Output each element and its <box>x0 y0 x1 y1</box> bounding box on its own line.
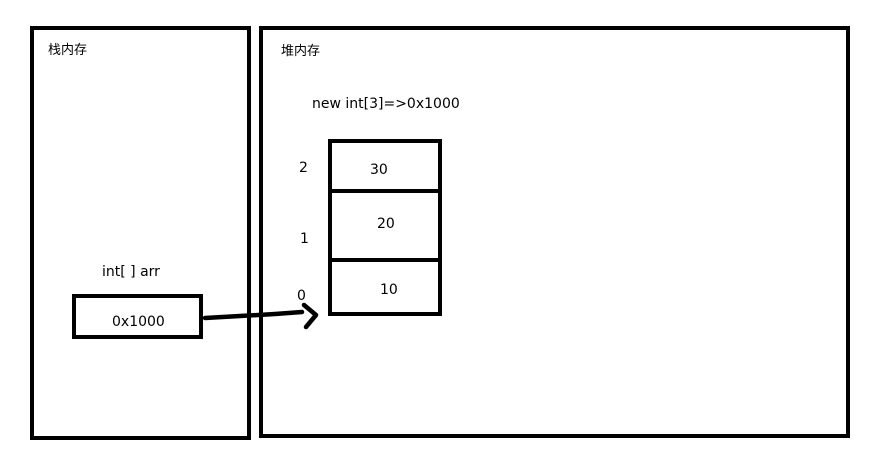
array-variable-declaration: int[ ] arr <box>102 264 160 280</box>
array-cell-value-2: 30 <box>370 162 388 178</box>
array-cell-value-1: 20 <box>377 216 395 232</box>
array-cell-value-0: 10 <box>380 282 398 298</box>
reference-address-value: 0x1000 <box>112 314 165 330</box>
array-index-label-1: 1 <box>300 231 309 247</box>
reference-arrow-line <box>202 309 305 321</box>
heap-memory-title: 堆内存 <box>281 44 321 59</box>
array-cell-divider <box>328 189 442 193</box>
reference-variable-box <box>72 294 203 339</box>
array-block <box>328 139 442 316</box>
stack-memory-title: 栈内存 <box>48 43 88 58</box>
reference-arrow-head <box>301 302 319 330</box>
array-index-label-0: 0 <box>297 288 306 304</box>
array-index-label-2: 2 <box>299 160 308 176</box>
array-cell-divider <box>328 258 442 262</box>
array-allocation-label: new int[3]=>0x1000 <box>312 96 460 112</box>
heap-memory-panel <box>259 26 850 438</box>
stack-memory-panel <box>30 26 251 440</box>
